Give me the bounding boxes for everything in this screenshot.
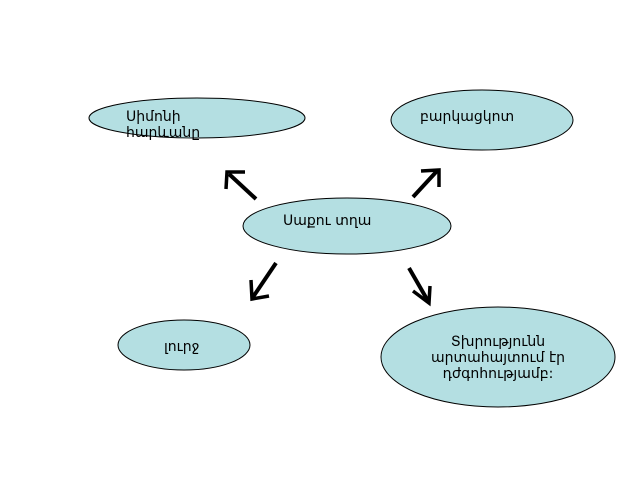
node-top-left-label-line1: Սիմոնի [126,109,181,125]
node-center-ellipse [242,197,452,255]
node-center-label: Սաքու տղա [283,213,371,229]
node-bottom-right-label-line3: դժգոհությամբ: [442,366,554,382]
node-bottom-right-label-line1: Տխրությունն [450,334,546,350]
node-top-right-ellipse [390,89,574,151]
node-top-right-label-text: բարկացկոտ [420,109,515,125]
node-top-left-ellipse [88,97,306,139]
node-bottom-left-label-text: լուրջ [164,339,200,355]
node-bottom-left-label: լուրջ [164,339,199,355]
node-bottom-left-ellipse [117,319,251,371]
node-bottom-right-label: Տխրությունն արտահայտում էր դժգոհությամբ: [418,334,578,382]
arrow-to-bottom-right [407,267,432,307]
node-top-right-label: բարկացկոտ [420,109,514,125]
node-top-left-label: Սիմոնի հարևանը [126,109,200,141]
arrow-to-top-left [224,170,258,201]
arrow-to-top-right [411,168,441,199]
node-bottom-right-label-line2: արտահայտում էր [430,350,566,366]
arrow-to-bottom-left [249,261,278,302]
node-center-label-text: Սաքու տղա [283,213,372,229]
node-bottom-right-ellipse [380,306,616,408]
node-top-left-label-line2: հարևանը [126,125,201,141]
